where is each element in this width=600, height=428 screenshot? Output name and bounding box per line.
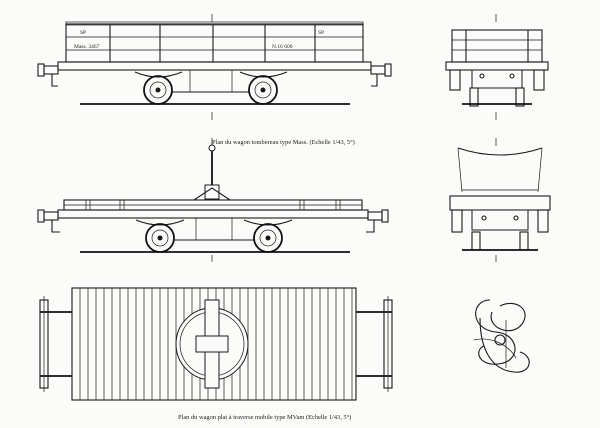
marking-code-right: SP: [318, 30, 324, 36]
plat-end-view: [449, 138, 551, 262]
marking-code-left: SP: [80, 30, 86, 36]
caption-plat: Plan du wagon plat à traverse mobile typ…: [178, 414, 352, 421]
plat-side-view: [37, 138, 389, 262]
marking-sub-right: N.16 600: [272, 44, 293, 50]
monogram-seal: [473, 299, 530, 373]
marking-sub-left: Mass. 3467: [74, 44, 100, 50]
tombereau-end-view: [445, 14, 549, 120]
caption-tombereau: Plan du wagon tombereau type Mass. (Eche…: [212, 139, 355, 146]
plat-plan-view: [39, 287, 393, 401]
tombereau-side-view: SP Mass. 3467 SP N.16 600: [37, 14, 392, 120]
